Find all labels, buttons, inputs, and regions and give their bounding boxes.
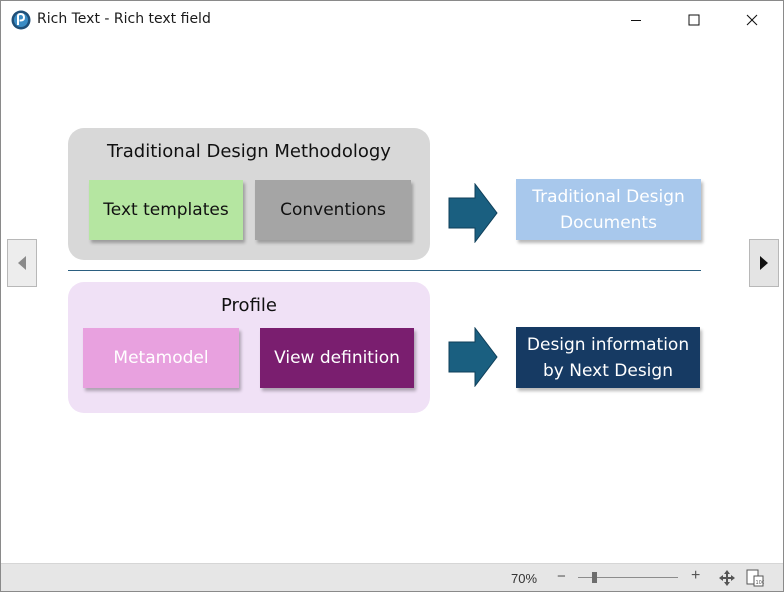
panel-title: Profile [221, 295, 277, 316]
view-definition-box: View definition [260, 328, 414, 388]
window-title: Rich Text - Rich text field [37, 11, 211, 27]
page-view-icon[interactable]: 100 [746, 569, 764, 587]
maximize-icon [688, 14, 700, 26]
conventions-box: Conventions [255, 180, 411, 240]
svg-text:100: 100 [756, 580, 765, 586]
text-templates-box: Text templates [89, 180, 243, 240]
right-arrow-icon [448, 183, 498, 243]
zoom-in-button[interactable]: + [691, 567, 701, 584]
next-slide-button[interactable] [749, 239, 779, 287]
design-info-box: Design information by Next Design [516, 327, 700, 388]
minimize-button[interactable] [613, 1, 659, 39]
maximize-button[interactable] [671, 1, 717, 39]
metamodel-box: Metamodel [83, 328, 239, 388]
minimize-icon [631, 20, 641, 21]
zoom-slider-track[interactable] [578, 577, 678, 578]
zoom-level-label[interactable]: 70% [511, 571, 538, 586]
zoom-slider-thumb[interactable] [592, 572, 597, 583]
close-button[interactable] [729, 1, 775, 39]
status-bar: 70% − + 100 [1, 563, 783, 591]
section-divider [68, 270, 701, 271]
traditional-docs-box: Traditional Design Documents [516, 179, 701, 240]
fit-to-window-icon[interactable] [719, 570, 735, 586]
app-logo-icon [11, 10, 31, 30]
close-icon [746, 14, 758, 26]
previous-slide-button[interactable] [7, 239, 37, 287]
chevron-right-icon [760, 256, 768, 270]
right-arrow-icon [448, 327, 498, 387]
title-bar: Rich Text - Rich text field [1, 1, 783, 39]
zoom-out-button[interactable]: − [557, 568, 566, 585]
panel-title: Traditional Design Methodology [107, 141, 391, 162]
chevron-left-icon [18, 256, 26, 270]
